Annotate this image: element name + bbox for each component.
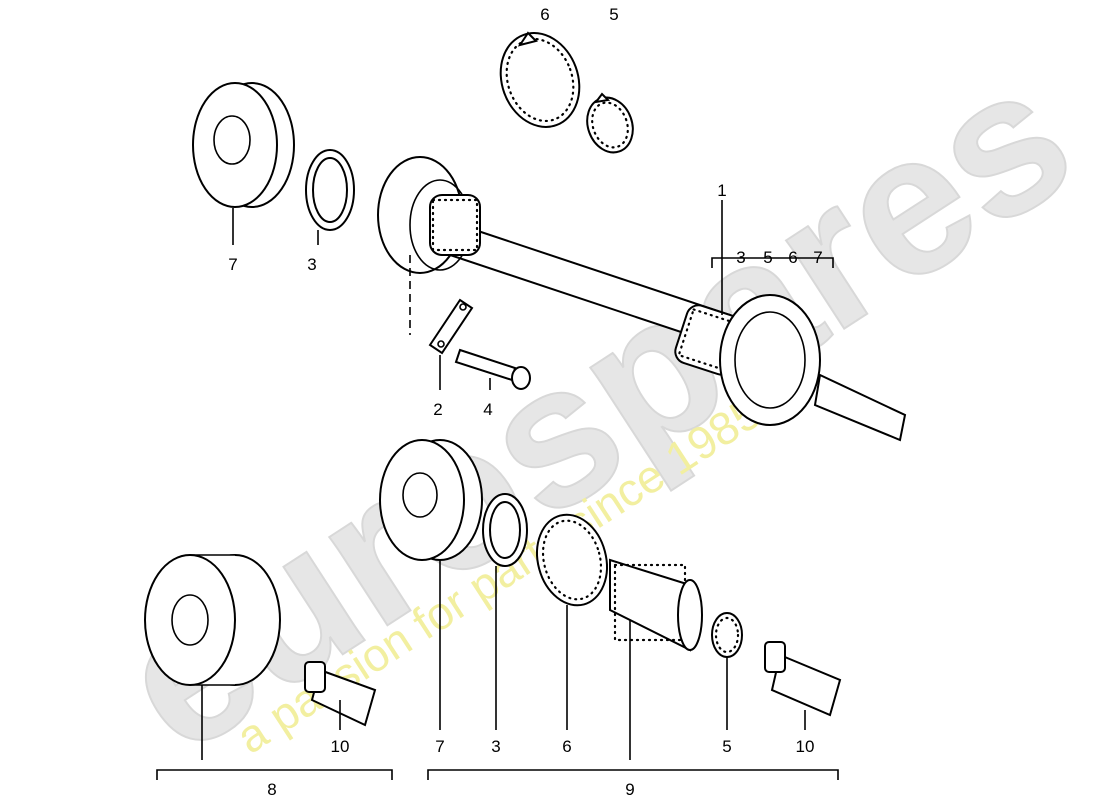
boot-9 [609,558,703,652]
label-sub: 3 [736,248,745,267]
label-item: 5 [722,737,731,756]
washer-2 [428,298,474,355]
tube-10-left [304,661,377,727]
flange-block-8 [144,554,281,686]
label-ring-3: 3 [307,255,316,274]
label-item: 10 [331,737,350,756]
label-sub: 6 [788,248,797,267]
flange-7-top [192,82,295,208]
bolt-4 [454,348,531,390]
label-clamp-5: 5 [609,5,618,24]
ring-3-top [305,149,355,231]
label-clamp-6: 6 [540,5,549,24]
label-shaft-1: 1 [717,181,726,200]
clamp-5-top [586,92,634,154]
tube-10-right [764,641,842,717]
label-item: 3 [491,737,500,756]
clamp-6-top [499,31,581,128]
drive-shaft-1 [377,156,907,442]
clamp-5-bottom [711,612,743,658]
ring-3-bottom [482,493,528,567]
flange-7-bottom [379,439,483,561]
label-group-9: 9 [625,780,634,799]
label-sub: 7 [813,248,822,267]
label-item: 10 [796,737,815,756]
label-bolt-4: 4 [483,400,492,419]
label-washer-2: 2 [433,400,442,419]
label-flange-7: 7 [228,255,237,274]
label-group-8: 8 [267,780,276,799]
clamp-6-bottom [536,513,608,607]
label-item: 6 [562,737,571,756]
label-sub: 5 [763,248,772,267]
leader-lines [156,200,839,780]
label-item: 7 [435,737,444,756]
